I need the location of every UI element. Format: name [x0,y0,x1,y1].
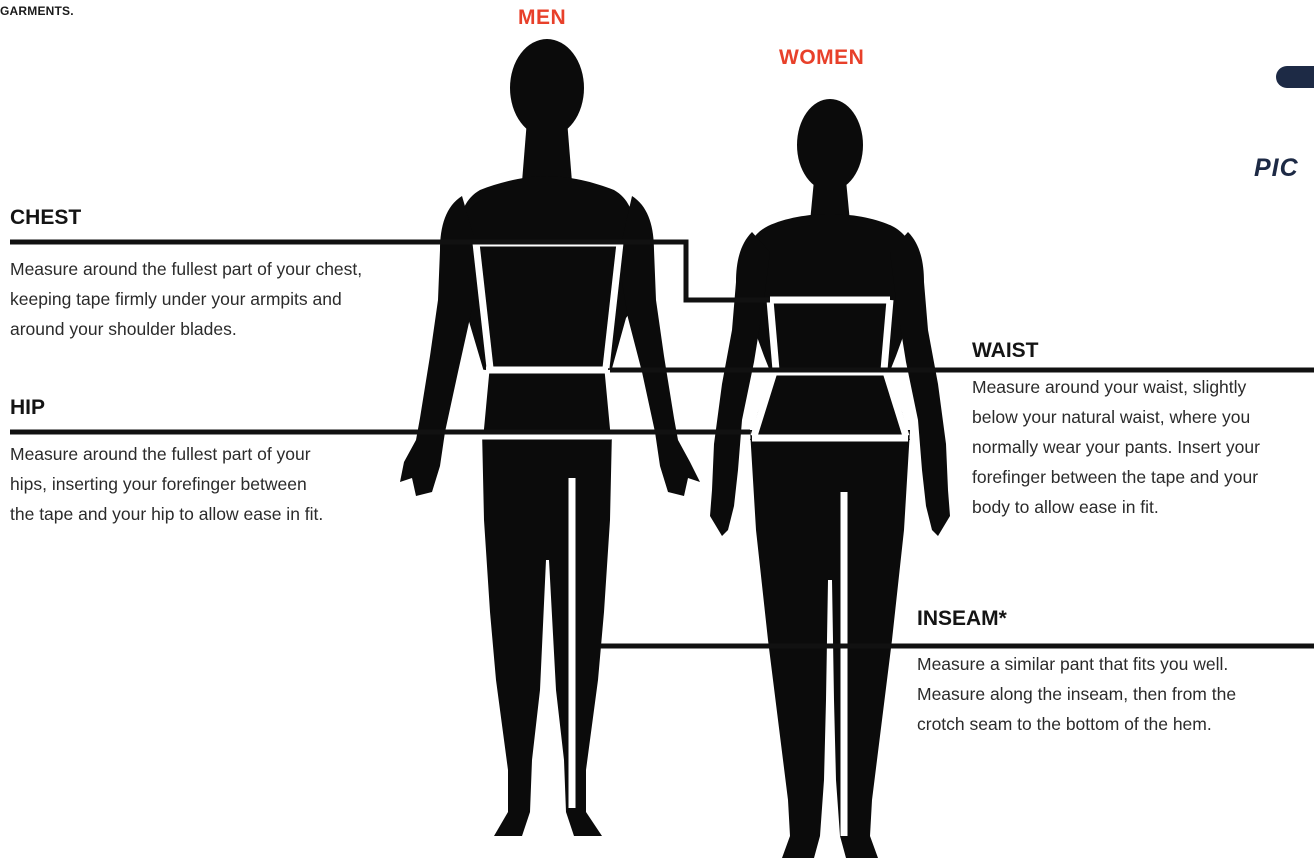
waist-line: Measure around your waist, slightly [972,372,1260,402]
chest-line: keeping tape firmly under your armpits a… [10,284,362,314]
men-label: MEN [518,6,566,30]
cropped-logo-text: PIC [1254,154,1299,183]
waist-heading: WAIST [972,339,1039,363]
waist-line: below your natural waist, where you [972,402,1260,432]
chest-line: Measure around the fullest part of your … [10,254,362,284]
women-silhouette [710,99,950,858]
waist-description: Measure around your waist, slightly belo… [972,372,1260,522]
inseam-line: Measure along the inseam, then from the [917,679,1236,709]
women-label: WOMEN [779,46,864,70]
waist-line: body to allow ease in fit. [972,492,1260,522]
hip-line: the tape and your hip to allow ease in f… [10,499,323,529]
chest-description: Measure around the fullest part of your … [10,254,362,344]
hip-heading: HIP [10,396,45,420]
hip-description: Measure around the fullest part of your … [10,439,323,529]
hip-line: Measure around the fullest part of your [10,439,323,469]
hip-line: hips, inserting your forefinger between [10,469,323,499]
inseam-description: Measure a similar pant that fits you wel… [917,649,1236,739]
waist-line: normally wear your pants. Insert your [972,432,1260,462]
waist-line: forefinger between the tape and your [972,462,1260,492]
inseam-heading: INSEAM* [917,607,1007,631]
cropped-logo-shape [1276,66,1314,88]
inseam-line: Measure a similar pant that fits you wel… [917,649,1236,679]
chest-heading: CHEST [10,206,81,230]
chest-line: around your shoulder blades. [10,314,362,344]
inseam-line: crotch seam to the bottom of the hem. [917,709,1236,739]
